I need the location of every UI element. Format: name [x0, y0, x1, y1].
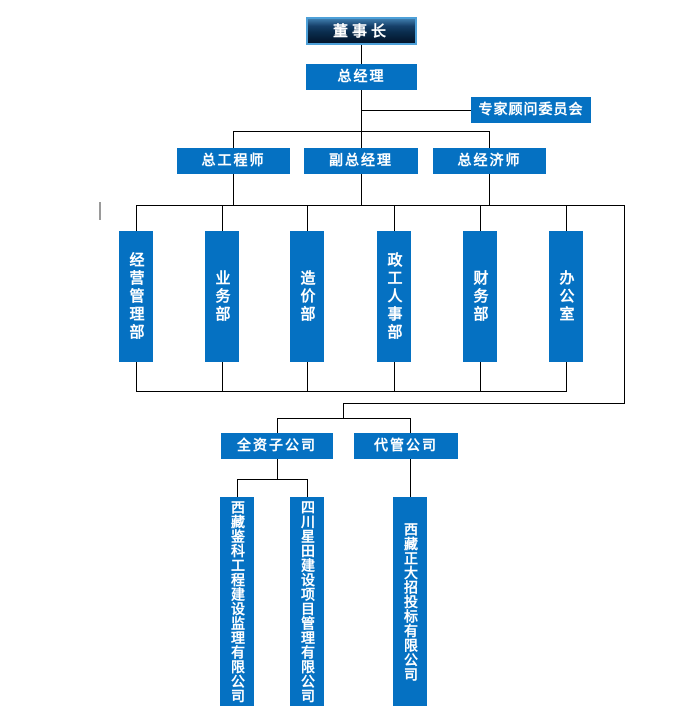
node-general-manager: 总经理 [306, 64, 417, 90]
connector-line [361, 131, 362, 148]
connector-line [361, 110, 471, 111]
node-department: 经营管理部 [119, 231, 153, 362]
node-company: 四川星田建设项目管理有限公司 [290, 497, 324, 706]
connector-line [394, 205, 395, 231]
connector-line [343, 403, 344, 418]
node-company: 西藏正大招投标有限公司 [393, 497, 427, 706]
stray-caret-mark [99, 202, 101, 220]
node-company: 西藏鉴科工程建设监理有限公司 [220, 497, 254, 706]
node-managed-companies: 代管公司 [354, 433, 458, 459]
department-label: 造价部 [298, 269, 317, 324]
department-label: 政工人事部 [385, 251, 404, 342]
connector-line [136, 391, 567, 392]
department-label: 办公室 [557, 269, 576, 324]
connector-line [136, 205, 625, 206]
node-advisory-committee: 专家顾问委员会 [471, 97, 591, 123]
connector-line [566, 205, 567, 231]
department-label: 业务部 [213, 269, 232, 324]
connector-line [394, 362, 395, 391]
connector-line [410, 459, 411, 497]
company-label: 西藏正大招投标有限公司 [402, 521, 418, 682]
company-label: 西藏鉴科工程建设监理有限公司 [229, 500, 245, 703]
connector-line [136, 205, 137, 231]
node-department: 政工人事部 [377, 231, 411, 362]
node-chief-economist: 总经济师 [433, 148, 546, 174]
connector-line [624, 205, 625, 403]
connector-line [489, 131, 490, 148]
connector-line [361, 174, 362, 205]
node-deputy-general-manager: 副总经理 [304, 148, 418, 174]
connector-line [237, 479, 238, 497]
node-chairman: 董事长 [306, 17, 417, 45]
connector-line [277, 418, 411, 419]
connector-line [307, 362, 308, 391]
connector-line [307, 205, 308, 231]
connector-line [222, 362, 223, 391]
department-label: 经营管理部 [127, 251, 146, 342]
department-label: 财务部 [471, 269, 490, 324]
connector-line [343, 403, 625, 404]
node-department: 业务部 [205, 231, 239, 362]
node-department: 造价部 [290, 231, 324, 362]
connector-line [480, 205, 481, 231]
connector-line [233, 174, 234, 205]
connector-line [222, 205, 223, 231]
connector-line [480, 362, 481, 391]
connector-line [237, 479, 308, 480]
node-chief-engineer: 总工程师 [177, 148, 290, 174]
connector-line [277, 459, 278, 479]
node-department: 财务部 [463, 231, 497, 362]
connector-line [136, 362, 137, 391]
connector-line [307, 479, 308, 497]
node-wholly-owned-subsidiaries: 全资子公司 [221, 433, 333, 459]
connector-line [566, 362, 567, 391]
node-department: 办公室 [549, 231, 583, 362]
company-label: 四川星田建设项目管理有限公司 [299, 500, 315, 703]
connector-line [410, 418, 411, 433]
connector-line [277, 418, 278, 433]
connector-line [233, 131, 234, 148]
connector-line [489, 174, 490, 205]
connector-line [361, 45, 362, 64]
